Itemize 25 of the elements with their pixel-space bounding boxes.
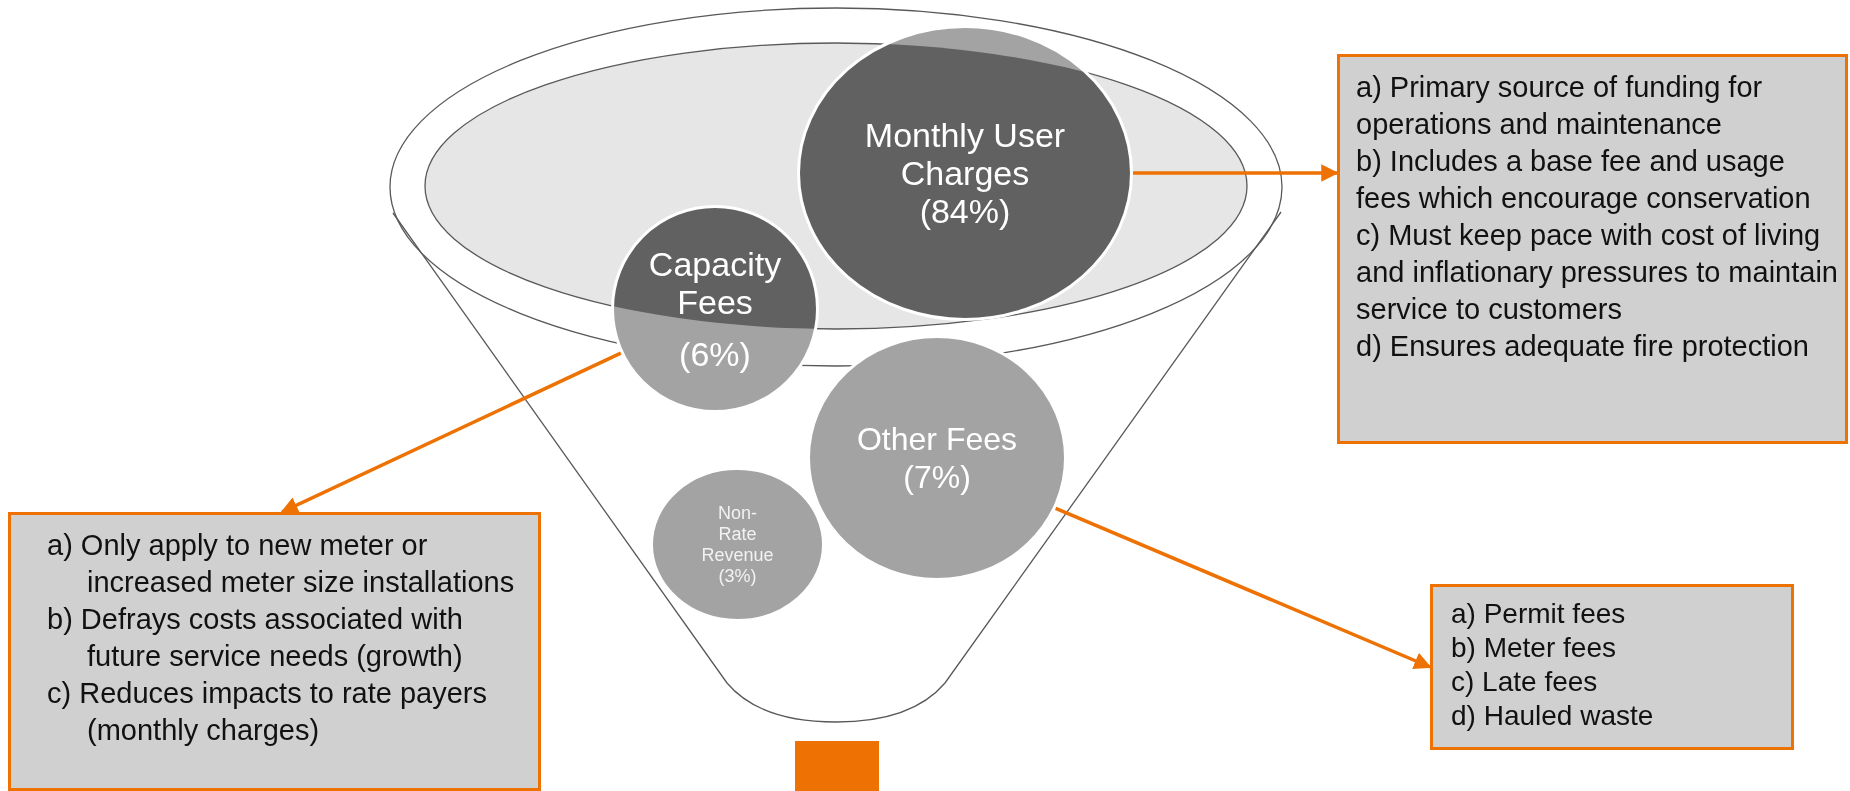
note-box [8, 512, 541, 791]
note-box [1337, 54, 1848, 444]
note-box [1430, 584, 1794, 750]
bubble [650, 467, 825, 622]
list-item: b) Meter fees [1450, 631, 1617, 665]
bubble [807, 335, 1067, 581]
bubble-label: Capacity Fees [647, 245, 783, 321]
bubble-label: Non-Rate Revenue [700, 502, 775, 566]
bubble-label: (3%) [717, 565, 758, 587]
list-item: d) Hauled waste [1450, 699, 1655, 733]
bubble-label: (6%) [678, 335, 752, 373]
list-item: c) Late fees [1450, 665, 1599, 699]
bubble-label: (7%) [902, 458, 972, 496]
list-item: a) Permit fees [1450, 597, 1627, 631]
arrow [1054, 506, 1432, 669]
bubble-label: (84%) [918, 192, 1012, 230]
list-item: d) Ensures adequate fire protection [1356, 329, 1810, 364]
bubble-label: Other Fees [855, 420, 1019, 458]
bubble-label: Monthly User Charges [863, 116, 1067, 192]
arrow [1133, 164, 1339, 182]
bubble [611, 205, 819, 413]
arrow [280, 351, 622, 514]
list-item: b) Defrays costs associated with future service needs (growth) [46, 602, 464, 674]
bubble [797, 25, 1133, 321]
list-item: c) Reduces impacts to rate payers (monthly charges) [46, 676, 488, 748]
